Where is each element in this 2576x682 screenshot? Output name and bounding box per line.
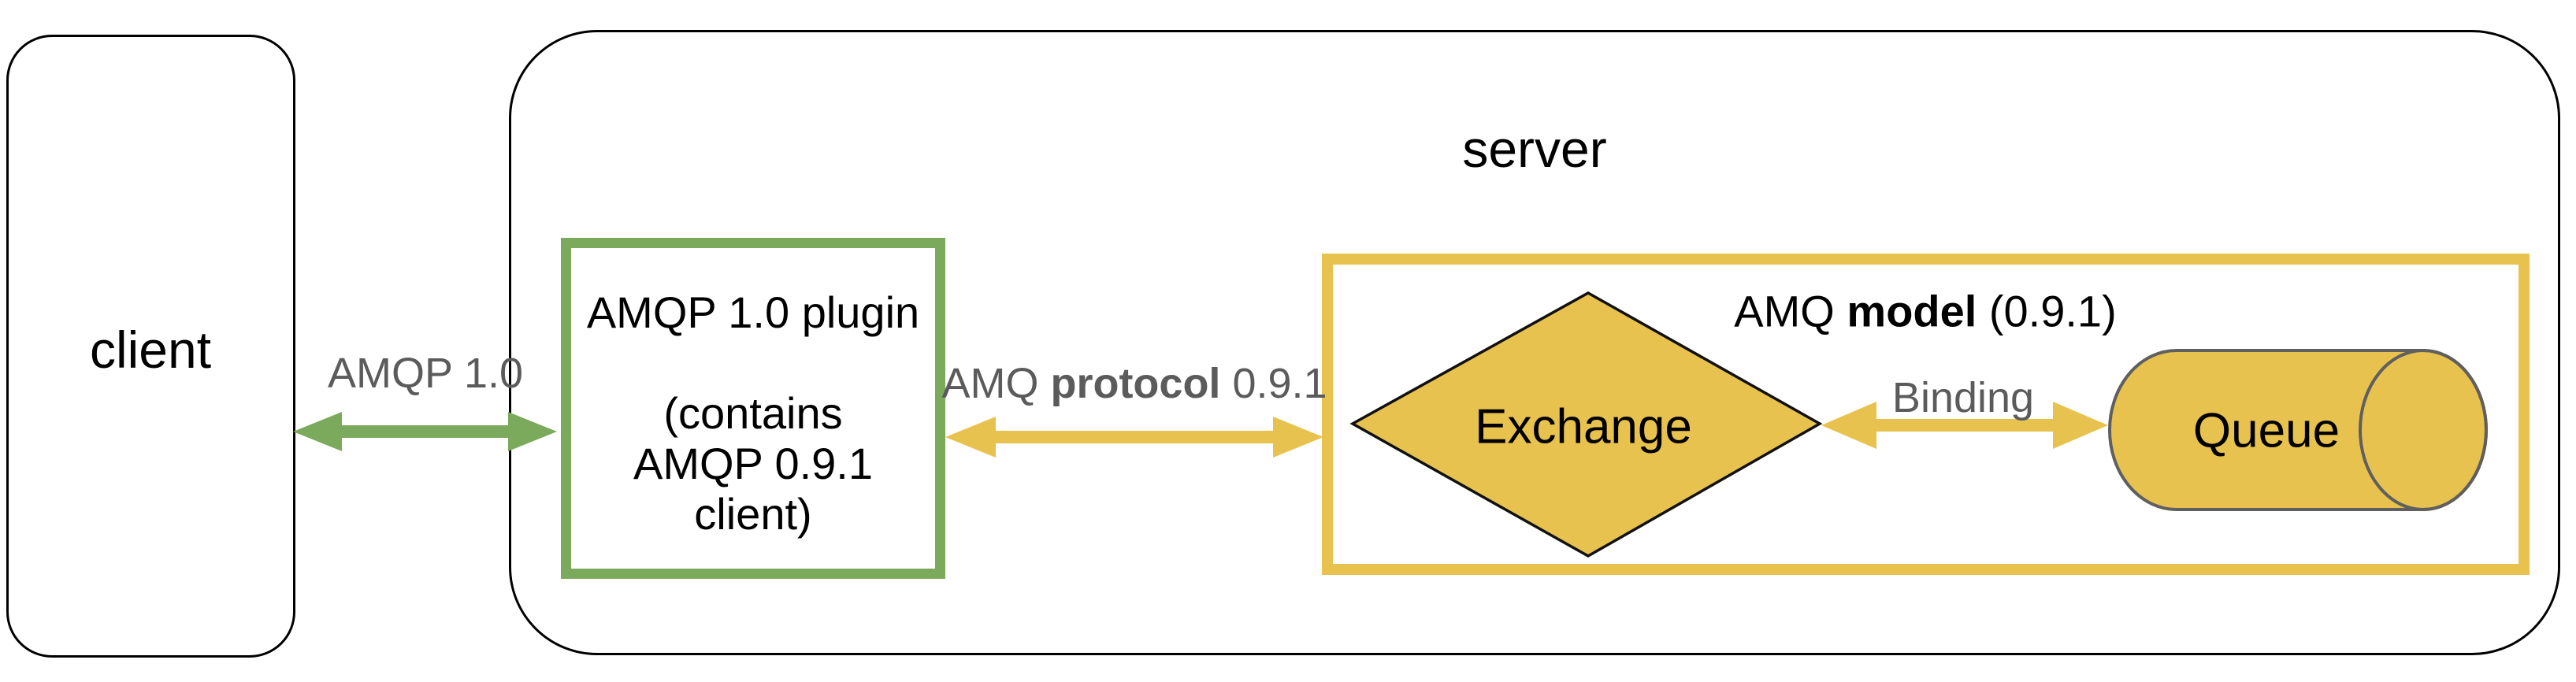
server-label: server (1462, 120, 1607, 178)
protocol-label-bold: protocol (1050, 360, 1221, 407)
model-title-bold: model (1847, 286, 1977, 336)
plugin-box-line: AMQP 1.0 plugin (586, 287, 920, 337)
protocol-label-pre: AMQ (941, 360, 1051, 407)
client-label: client (89, 321, 212, 379)
exchange-label: Exchange (1475, 399, 1692, 454)
exchange-diamond (1349, 291, 1823, 558)
amqp10-arrow (293, 412, 557, 451)
model-title-post: (0.9.1) (1977, 286, 2117, 336)
binding-arrow-label: Binding (1891, 374, 2035, 421)
amqp10-arrow-label: AMQP 1.0 (327, 350, 524, 397)
queue-label: Queue (2192, 403, 2340, 458)
amq-model-title: AMQ model (0.9.1) (1734, 286, 2116, 337)
protocol-label-post: 0.9.1 (1220, 360, 1327, 407)
amq-model-box (1322, 254, 2530, 575)
plugin-box-line: AMQP 0.9.1 (633, 438, 873, 488)
amq-protocol-arrow (945, 417, 1323, 458)
amq-protocol-arrow-label: AMQ protocol 0.9.1 (941, 359, 1327, 408)
plugin-box-line: client) (694, 488, 812, 539)
amqp10-plugin-box: AMQP 1.0 plugin (contains AMQP 0.9.1 cli… (561, 238, 945, 579)
plugin-box-line: (contains (663, 387, 843, 438)
queue-cylinder-rim (2359, 349, 2488, 511)
client-box (6, 35, 295, 658)
binding-arrow (1821, 402, 2108, 449)
model-title-pre: AMQ (1734, 286, 1847, 336)
